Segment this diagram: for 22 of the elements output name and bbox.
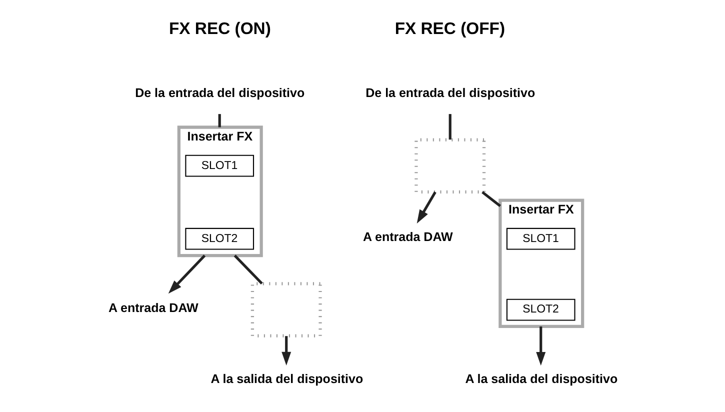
label: FX REC (OFF) [394,19,506,38]
node-box [414,138,486,194]
arrow [416,191,436,224]
node-text: A la salida del dispositivo [465,372,618,386]
arrow [168,254,206,294]
arrow [536,326,546,366]
arrow [282,336,292,366]
node-box: SLOT2 [506,298,576,321]
node-box: SLOT1 [506,228,576,250]
node-box: SLOT1 [185,154,254,177]
connector [482,191,501,208]
connector [234,254,263,284]
node-box [250,282,322,338]
node-text: De la entrada del dispositivo [135,86,305,100]
node-text: A entrada DAW [363,230,453,244]
connector [448,114,452,140]
node-text: A entrada DAW [108,300,198,315]
label: FX REC (ON) [169,19,271,38]
node-text: De la entrada del dispositivo [366,86,536,100]
node-box: SLOT2 [185,228,254,250]
node-text: A la salida del dispositivo [210,372,364,386]
connector [218,114,221,128]
